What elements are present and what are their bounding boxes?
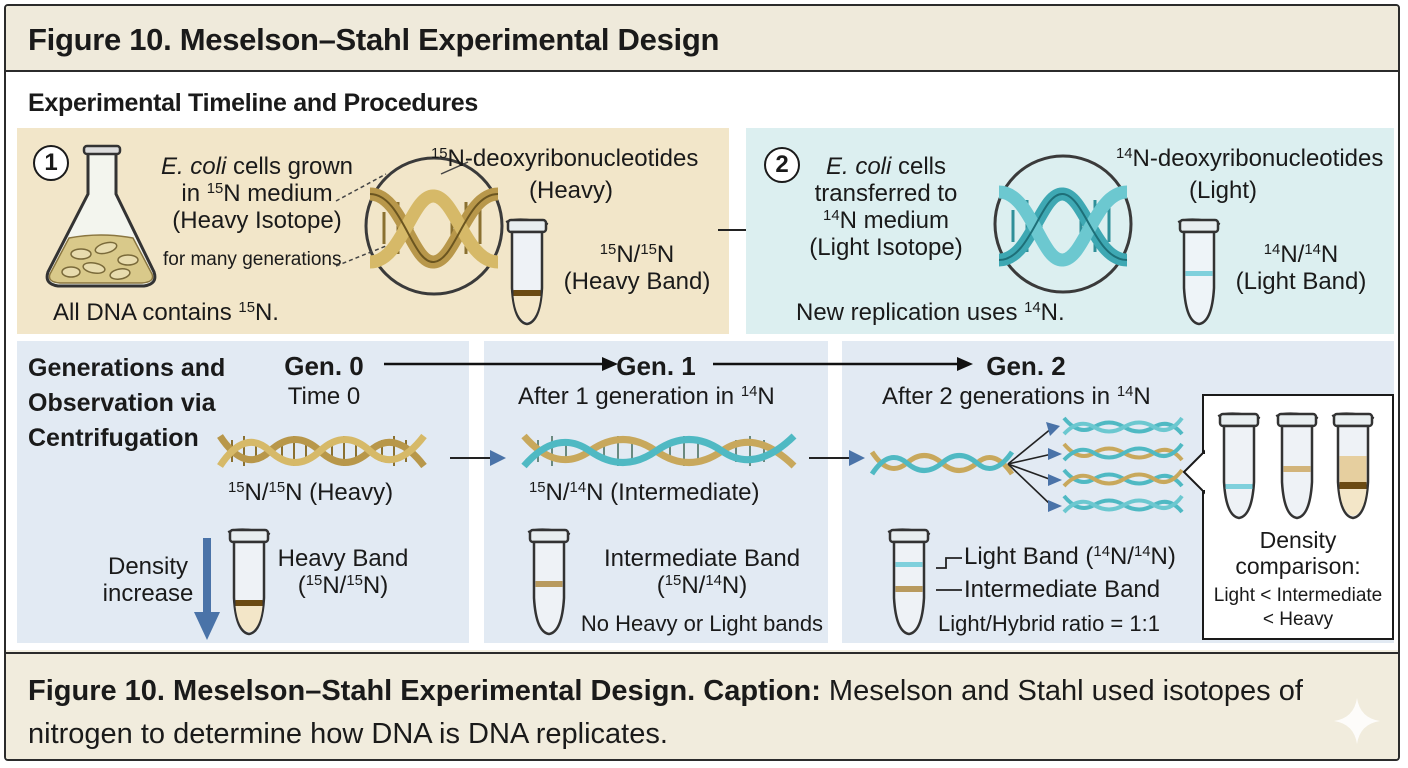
step-1-number: 1 [33, 145, 69, 181]
gen-0-band: Heavy Band (15N/15N) [277, 545, 409, 599]
gen-1-sub: After 1 generation in 14N [518, 383, 775, 410]
step-1-description: E. coli cells grown in 15N medium (Heavy… [160, 153, 354, 234]
step-1-band: 15N/15N (Heavy Band) [563, 241, 711, 295]
centrifuge-tube-icon [1331, 412, 1375, 520]
timeline-title: Experimental Timeline and Procedures [28, 89, 479, 117]
branch-arrows-icon [1007, 422, 1062, 512]
centrifuge-tube-icon [1275, 412, 1319, 520]
gen-2-light-band: Light Band (14N/14N) [964, 543, 1176, 570]
centrifuge-tube-icon [505, 218, 549, 326]
step-2-number: 2 [764, 147, 800, 183]
dna-helix-icon [869, 450, 1015, 476]
step-2-nucleotide-type: (Light) [1189, 177, 1258, 204]
gen-1-label: Gen. 1 [616, 351, 696, 381]
arrow-icon [450, 450, 506, 466]
step-1-footer: All DNA contains 15N. [53, 299, 279, 326]
density-comparison-label: Density comparison: [1235, 527, 1361, 579]
figure-title: Figure 10. Meselson–Stahl Experimental D… [28, 22, 720, 57]
dna-helix-icon [364, 156, 504, 296]
centrifuge-tube-icon [1217, 412, 1261, 520]
density-comparison-order: Light < Intermediate < Heavy [1213, 585, 1383, 630]
callout-pointer [1182, 449, 1207, 495]
gen-2-label: Gen. 2 [986, 351, 1066, 381]
gen-2-ratio: Light/Hybrid ratio = 1:1 [938, 611, 1160, 636]
step-1-duration: for many generations [163, 249, 342, 270]
gen-0-label: Gen. 0 [284, 351, 364, 381]
dna-helix-icon [993, 154, 1133, 294]
step-2-footer: New replication uses 14N. [796, 299, 1065, 326]
title-bar: Figure 10. Meselson–Stahl Experimental D… [6, 6, 1398, 72]
density-arrow-icon [194, 538, 220, 640]
dna-helix-icon [521, 433, 797, 469]
arrow-icon [809, 450, 865, 466]
gen-0-dna-label: 15N/15N (Heavy) [228, 479, 394, 506]
arrow-icon [384, 357, 618, 371]
step-2-nucleotides: 14N-deoxyribonucleotides [1116, 145, 1384, 172]
centrifuge-tube-icon [1177, 218, 1221, 326]
gen-0-time: Time 0 [287, 383, 361, 410]
gen-1-note: No Heavy or Light bands [580, 611, 824, 636]
gen-1-band: Intermediate Band (15N/14N) [603, 545, 801, 599]
daughter-dna-icons [1062, 416, 1184, 514]
flask-icon [45, 144, 157, 288]
figure-caption: Figure 10. Meselson–Stahl Experimental D… [28, 675, 1303, 750]
sparkle-icon [1334, 698, 1380, 744]
gen-2-sub: After 2 generations in 14N [882, 383, 1151, 410]
step-2-description: E. coli cells transferred to 14N medium … [809, 153, 963, 261]
centrifuge-tube-icon [227, 528, 271, 636]
density-increase-label: Density increase [102, 553, 194, 607]
centrifuge-tube-icon [887, 528, 931, 636]
centrifuge-tube-icon [527, 528, 571, 636]
step-1-nucleotides: 15N-deoxyribonucleotides [431, 145, 699, 172]
gen-2-intermediate-band: Intermediate Band [964, 576, 1161, 603]
arrow-icon [713, 357, 973, 371]
step-1-nucleotide-type: (Heavy) [529, 177, 614, 204]
band-leader-lines [936, 557, 962, 591]
gen-1-dna-label: 15N/14N (Intermediate) [529, 479, 760, 506]
caption-area: Figure 10. Meselson–Stahl Experimental D… [6, 652, 1398, 759]
generations-title: Generations and Observation via Centrifu… [28, 354, 226, 452]
dna-helix-icon [217, 433, 427, 469]
figure-frame: Figure 10. Meselson–Stahl Experimental D… [4, 4, 1400, 761]
step-2-band: 14N/14N (Light Band) [1235, 241, 1367, 295]
